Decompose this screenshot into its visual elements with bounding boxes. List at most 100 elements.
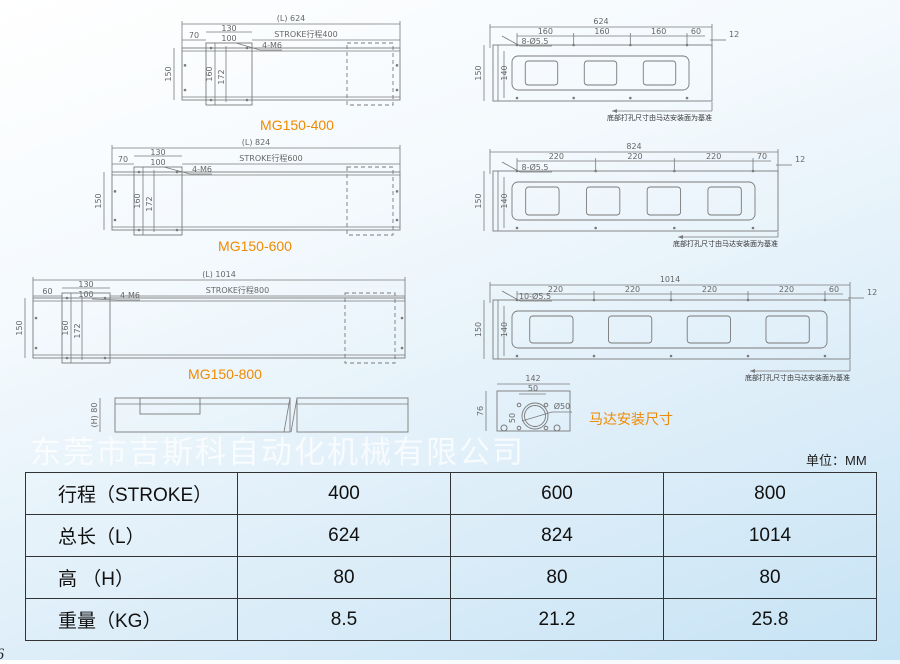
stroke-end-position	[344, 292, 396, 364]
hole-mark	[669, 354, 673, 358]
hole-spacing-dimension: 220	[627, 152, 642, 161]
reference-note: 底部打孔尺寸由马达安装面为基准	[745, 373, 850, 382]
cell: 80	[450, 556, 664, 599]
bottom-recess	[511, 310, 828, 349]
hole-mark	[175, 170, 179, 174]
length-dimension: (L) 624	[277, 14, 306, 23]
bottom-window	[585, 186, 621, 216]
row-label: 重量（KG）	[25, 598, 238, 641]
height-140: 140	[500, 322, 509, 337]
model-label-mg150-400: MG150-400	[260, 117, 334, 133]
hole-mark	[209, 98, 213, 102]
height-172: 172	[145, 196, 154, 211]
edge-dimension: 12	[729, 30, 739, 39]
cell: 624	[237, 514, 451, 557]
length-dimension: (L) 824	[242, 138, 271, 147]
reference-note: 底部打孔尺寸由马达安装面为基准	[607, 113, 712, 122]
hole-mark	[400, 316, 404, 320]
end-offset-dimension: 60	[42, 287, 52, 296]
cell: 600	[450, 472, 664, 515]
height-160: 160	[133, 193, 142, 208]
leader-line	[235, 42, 261, 51]
cell: 400	[237, 472, 451, 515]
motor-hole	[516, 425, 522, 431]
cell: 8.5	[237, 598, 451, 641]
motor-flange	[496, 390, 571, 432]
unit-label: 单位：MM	[806, 453, 867, 468]
rail-body	[181, 47, 401, 101]
rail-bottom-outline	[492, 44, 713, 102]
end-hole-dimension: 60	[691, 27, 701, 36]
rail-bottom-outline	[492, 299, 851, 360]
hole-mark	[395, 64, 399, 67]
carriage-width-130: 130	[150, 148, 165, 157]
row-label: 总长（L）	[25, 514, 238, 557]
bottom-hole-label: 8-Ø5.5	[522, 162, 549, 172]
arrow-head	[612, 109, 617, 113]
cell: 80	[237, 556, 451, 599]
motor-height-dimension: 76	[476, 406, 485, 416]
cell: 21.2	[450, 598, 664, 641]
height-dimension: (H) 80	[90, 403, 99, 428]
hole-mark	[113, 218, 117, 222]
break-line	[283, 397, 291, 433]
hole-mark	[245, 98, 249, 102]
end-hole-dimension: 70	[757, 152, 767, 161]
carriage	[133, 166, 183, 236]
motor-mount-title: 马达安装尺寸	[589, 412, 673, 428]
motor-hole	[543, 402, 549, 408]
carriage	[61, 292, 111, 364]
leader-line	[501, 35, 521, 47]
leader-line	[163, 166, 191, 175]
carriage	[205, 42, 253, 106]
rail-body	[111, 171, 401, 231]
height-172: 172	[73, 323, 82, 338]
bottom-window	[642, 60, 677, 86]
cell: 80	[663, 556, 877, 599]
carriage-width-130: 130	[78, 280, 93, 289]
motor-hole	[516, 402, 522, 408]
bottom-window	[608, 315, 653, 344]
motor-hole	[543, 425, 549, 431]
stroke-dimension: STROKE行程800	[206, 285, 269, 295]
mount-hole-label: 4-M6	[120, 291, 140, 300]
hole-mark	[183, 64, 187, 67]
bottom-recess	[511, 55, 690, 91]
stroke-dimension: STROKE行程400	[274, 29, 337, 39]
edge-dimension: 12	[867, 288, 877, 297]
hole-mark	[515, 354, 519, 358]
hole-mark	[137, 228, 141, 232]
height-150: 150	[15, 320, 24, 335]
end-offset-dimension: 70	[118, 155, 128, 164]
cell: 800	[663, 472, 877, 515]
arrow-head	[750, 369, 755, 373]
mount-hole-label: 4-M6	[262, 41, 282, 50]
hole-spacing-dimension: 220	[548, 285, 563, 294]
carriage-hole-100: 100	[221, 34, 236, 43]
motor-bore-circle	[524, 405, 546, 427]
bottom-window	[529, 315, 574, 344]
hole-mark	[823, 354, 827, 358]
cell: 1014	[663, 514, 877, 557]
motor-diameter-label: Ø50	[554, 401, 570, 411]
model-label-mg150-800: MG150-800	[188, 366, 262, 382]
height-172: 172	[217, 69, 226, 84]
break-line	[290, 397, 298, 433]
carriage-hole-100: 100	[78, 290, 93, 299]
hole-mark	[592, 354, 596, 358]
hole-spacing-dimension: 220	[549, 152, 564, 161]
bottom-window	[524, 60, 559, 86]
bottom-hole-label: 10-Ø5.5	[519, 291, 551, 301]
hole-spacing-dimension: 220	[702, 285, 717, 294]
end-hole-dimension: 60	[829, 285, 839, 294]
hole-mark	[34, 346, 38, 350]
side-view-body	[296, 397, 409, 433]
height-150: 150	[164, 66, 173, 81]
hole-mark	[65, 296, 69, 300]
hole-mark	[572, 96, 575, 100]
rail-bottom-outline	[492, 170, 779, 232]
